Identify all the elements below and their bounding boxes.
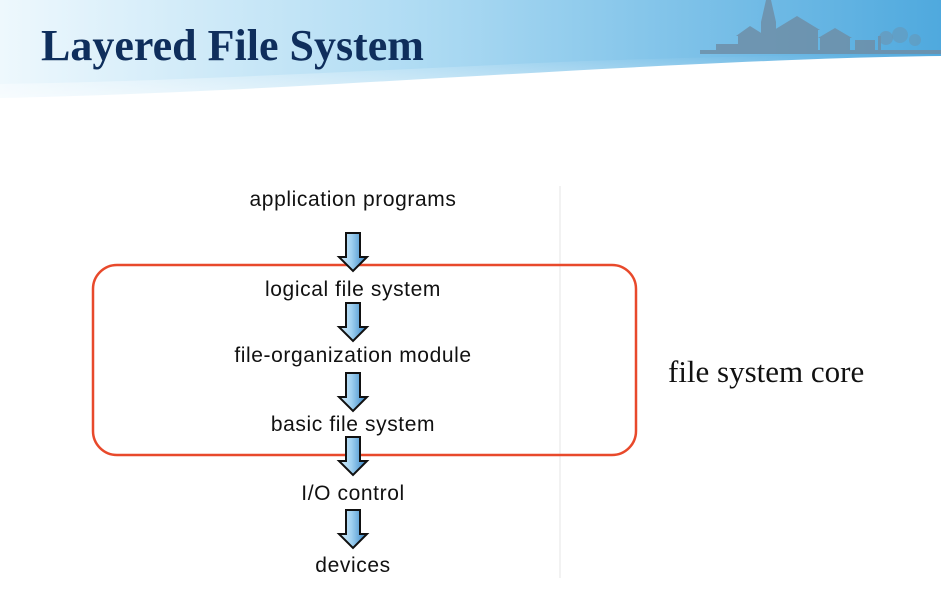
layer-basic-file-system: basic file system (271, 413, 435, 436)
file-system-core-box (91, 263, 638, 457)
down-arrow-icon (338, 302, 368, 342)
slide-title: Layered File System (41, 21, 424, 70)
layer-io-control: I/O control (301, 482, 404, 505)
town-skyline-icon (700, 0, 941, 54)
layer-logical-file-system: logical file system (265, 278, 441, 301)
layer-file-organization-module: file-organization module (234, 344, 471, 367)
file-system-core-label: file system core (668, 354, 865, 389)
layer-application-programs: application programs (250, 188, 457, 211)
header-band (0, 0, 941, 102)
down-arrow-icon (338, 372, 368, 412)
layer-devices: devices (315, 554, 390, 577)
down-arrow-icon (338, 509, 368, 549)
